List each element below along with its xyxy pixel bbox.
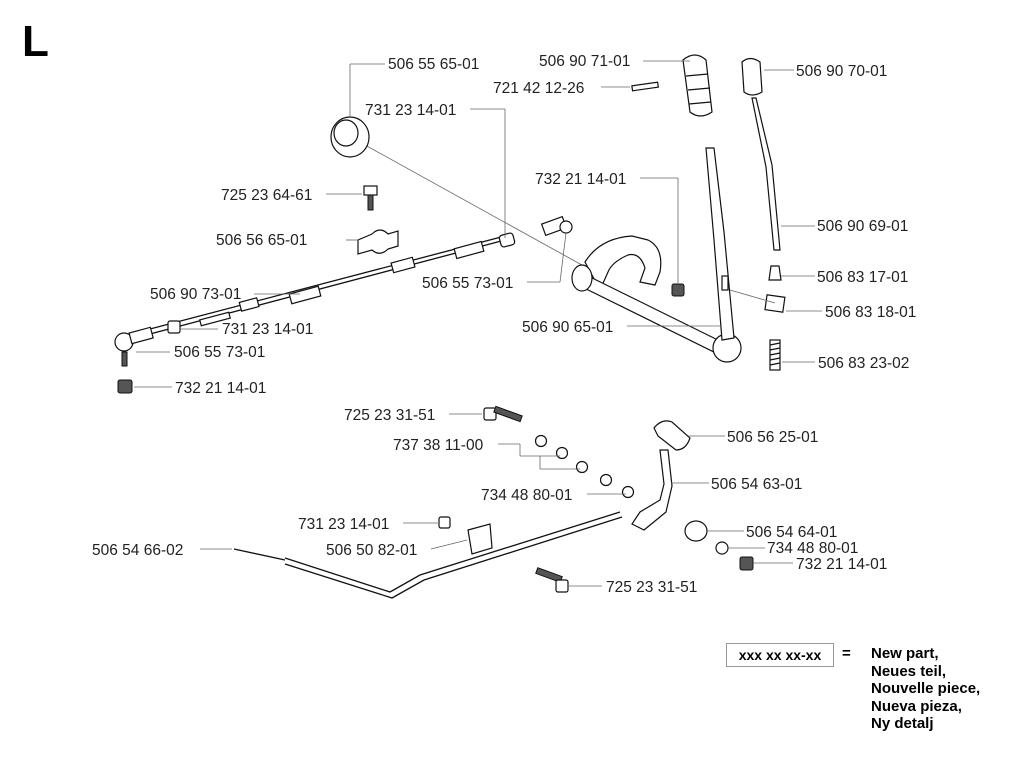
part-label: 506 83 17-01 [817, 269, 908, 286]
legend-box: xxx xx xx-xx [726, 643, 834, 667]
legend-line: New part, [871, 645, 939, 662]
legend-list: New part, Neues teil, Nouvelle piece, Nu… [871, 645, 980, 733]
lower-cable-part [233, 511, 623, 599]
plate-part [764, 294, 786, 313]
part-label: 732 21 14-01 [796, 556, 887, 573]
ball-joint-left-part [114, 320, 181, 367]
nut-lower-part [739, 556, 754, 571]
spring-part [769, 339, 781, 371]
part-label: 506 54 66-02 [92, 542, 183, 559]
sleeve-part [768, 265, 782, 281]
part-label: 725 23 31-51 [606, 579, 697, 596]
part-label: 506 90 73-01 [150, 286, 241, 303]
part-label: 732 21 14-01 [535, 171, 626, 188]
screw-upper-part [363, 185, 378, 211]
part-label: 731 23 14-01 [222, 321, 313, 338]
part-label: 731 23 14-01 [365, 102, 456, 119]
part-label: 506 55 73-01 [174, 344, 265, 361]
section-letter: L [22, 17, 49, 66]
part-label: 731 23 14-01 [298, 516, 389, 533]
part-label: 506 50 82-01 [326, 542, 417, 559]
legend-line: Ny detalj [871, 715, 934, 733]
part-label: 737 38 11-00 [393, 437, 484, 454]
part-label: 725 23 31-51 [344, 407, 435, 424]
part-label: 506 54 64-01 [746, 524, 837, 541]
part-label: 506 90 69-01 [817, 218, 908, 235]
part-label: 506 56 25-01 [727, 429, 818, 446]
part-label: 506 54 63-01 [711, 476, 802, 493]
knob-part [741, 57, 763, 96]
pedal-grip-part [653, 420, 691, 451]
nut-left-part [117, 379, 133, 394]
legend-line: Nouvelle piece, [871, 680, 981, 698]
rod-part [751, 97, 781, 251]
bolt-lower-part [535, 567, 569, 593]
part-label: 734 48 80-01 [481, 487, 572, 504]
lever-part [682, 54, 735, 341]
bushing-part [684, 520, 708, 542]
shaft-part [571, 235, 742, 363]
cable-clamp-part [357, 229, 399, 255]
part-label: 506 55 65-01 [388, 56, 479, 73]
part-label: 506 83 23-02 [818, 355, 909, 372]
part-label: 732 21 14-01 [175, 380, 266, 397]
legend-line: Nueva pieza, [871, 697, 962, 715]
legend-equals: = [842, 645, 851, 662]
legend-line: Neues teil, [871, 662, 947, 680]
bracket-part [631, 449, 673, 531]
ball-joint-right-part [540, 215, 573, 237]
cable-clip-part [467, 523, 493, 555]
part-label: 506 55 73-01 [422, 275, 513, 292]
bolt-upper-part [483, 405, 523, 423]
part-label: 506 90 65-01 [522, 319, 613, 336]
nut-small-part [438, 516, 451, 529]
upper-cable-part [149, 232, 516, 335]
part-label: 506 56 65-01 [216, 232, 307, 249]
knob-cap-part [330, 116, 370, 158]
part-label: 506 83 18-01 [825, 304, 916, 321]
part-label: 725 23 64-61 [221, 187, 312, 204]
part-label: 721 42 12-26 [493, 80, 584, 97]
part-label: 506 90 71-01 [539, 53, 630, 70]
washer-lower-part [715, 541, 729, 555]
part-label: 734 48 80-01 [767, 540, 858, 557]
part-label: 506 90 70-01 [796, 63, 887, 80]
pin-part [631, 81, 659, 92]
